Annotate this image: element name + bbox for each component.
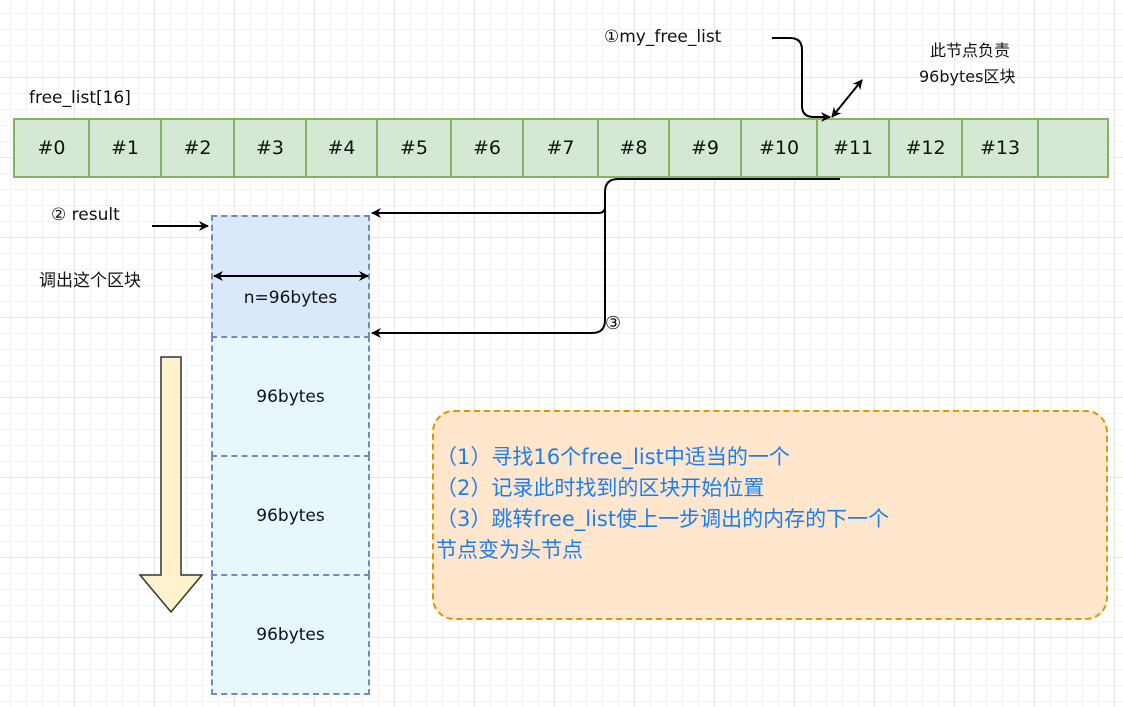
memory-block[interactable]: 96bytes [211, 574, 370, 695]
step-line-1: （1）寻找16个free_list中适当的一个 [436, 445, 790, 469]
free-list-cell[interactable]: #10 [740, 118, 818, 178]
step3-label: ③ [605, 313, 622, 334]
next-head-arrow [371, 200, 606, 338]
step-line-3: （3）跳转free_list使上一步调出的内存的下一个 [436, 507, 890, 531]
list-to-block-arrow [371, 178, 840, 218]
free-list-label: free_list[16] [29, 88, 131, 108]
steps-note: （1）寻找16个free_list中适当的一个 （2）记录此时找到的区块开始位置… [432, 410, 1108, 620]
free-list-cell[interactable]: #2 [160, 118, 235, 178]
free-list-cell[interactable]: #8 [597, 118, 670, 178]
my-free-list-arrow [772, 37, 831, 122]
down-arrow-icon [138, 356, 204, 614]
free-list-cell[interactable]: #13 [961, 118, 1039, 178]
pull-block-label: 调出这个区块 [39, 271, 141, 291]
step-line-4: 节点变为头节点 [436, 538, 583, 562]
result-label: ② result [51, 205, 120, 225]
my-free-list-label: ①my_free_list [604, 27, 722, 47]
node-description-line1: 此节点负责 [930, 41, 1011, 60]
memory-block[interactable]: 96bytes [211, 336, 370, 457]
memory-block-label: 96bytes [256, 386, 325, 407]
free-list-cell[interactable]: #4 [305, 118, 378, 178]
node-desc-arrow [831, 79, 863, 118]
node-description-line2: 96bytes区块 [919, 67, 1016, 86]
memory-block-label: n=96bytes [243, 288, 338, 308]
memory-block-label: 96bytes [256, 624, 325, 645]
free-list-cell[interactable]: #5 [376, 118, 452, 178]
free-list-cell[interactable]: #9 [668, 118, 742, 178]
free-list-cell[interactable]: #7 [522, 118, 599, 178]
free-list-cell[interactable] [1037, 118, 1109, 178]
memory-block-label: 96bytes [256, 505, 325, 526]
step-line-2: （2）记录此时找到的区块开始位置 [436, 476, 765, 500]
